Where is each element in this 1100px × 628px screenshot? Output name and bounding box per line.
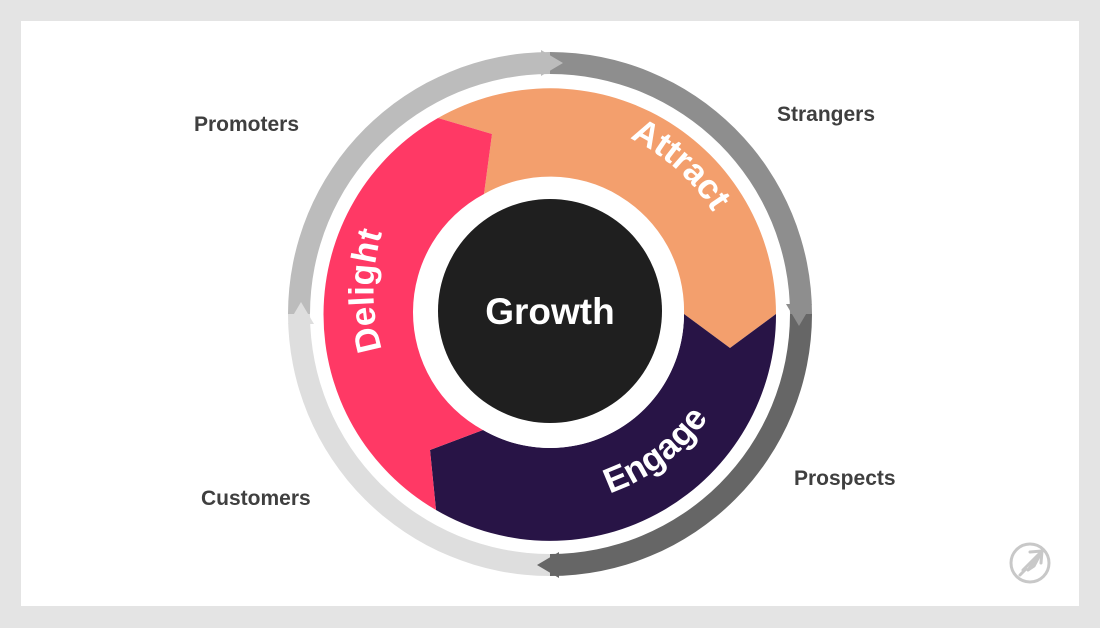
ring-arrow-top <box>541 50 563 76</box>
outer-ring-segment-customers <box>288 314 550 576</box>
stage-label-strangers: Strangers <box>777 103 875 126</box>
ring-arrow-left <box>288 302 314 324</box>
growth-core <box>438 199 662 423</box>
stage-label-customers: Customers <box>201 487 311 510</box>
rocket-icon <box>1009 542 1051 584</box>
outer-ring-segment-strangers <box>550 52 812 314</box>
center-label: Growth <box>485 291 614 332</box>
stage-label-promoters: Promoters <box>194 113 299 136</box>
outer-ring-segment-promoters <box>288 52 550 314</box>
outer-ring-segment-prospects <box>550 314 812 576</box>
stage-label-prospects: Prospects <box>794 467 896 490</box>
ring-arrow-right <box>786 304 812 326</box>
phase-segment-engage <box>430 314 777 541</box>
ring-arrow-bottom <box>537 552 559 578</box>
phase-segment-delight <box>323 118 492 510</box>
phase-segment-attract <box>438 88 776 349</box>
